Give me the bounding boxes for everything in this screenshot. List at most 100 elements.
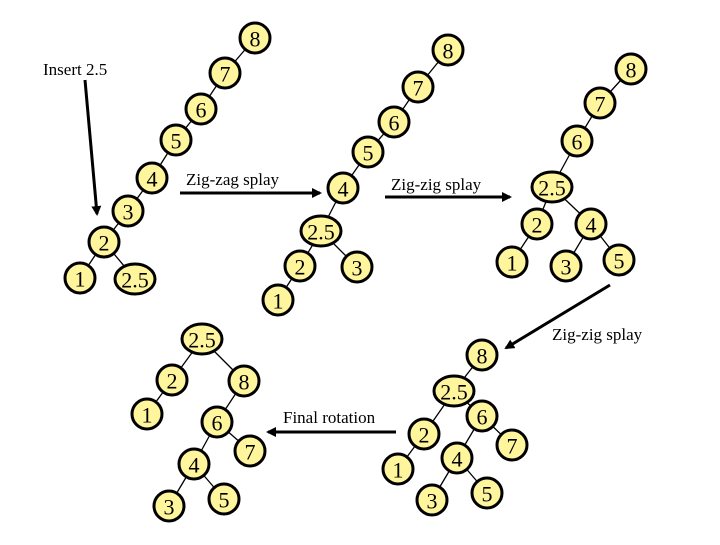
tree-node: 3 xyxy=(415,483,449,517)
node-circle xyxy=(381,452,415,486)
node-circle xyxy=(549,249,583,283)
tree-node: 5 xyxy=(602,243,636,277)
node-circle xyxy=(401,70,435,104)
tree-node: 2 xyxy=(155,363,189,397)
node-key: 8 xyxy=(250,27,261,52)
node-key: 3 xyxy=(561,255,572,280)
tree-node: 1 xyxy=(63,261,97,295)
tree-node: 2 xyxy=(283,249,317,283)
node-key: 7 xyxy=(220,62,231,87)
node-circle xyxy=(130,397,164,431)
tree-node: 6 xyxy=(560,124,594,158)
node-circle xyxy=(155,363,189,397)
tree-node: 7 xyxy=(233,434,267,468)
tree-node: 3 xyxy=(111,194,145,228)
node-circle xyxy=(470,476,504,510)
zigzig-arrow-2 xyxy=(504,283,611,350)
node-key: 5 xyxy=(171,129,182,154)
node-key: 2.5 xyxy=(188,328,216,353)
node-circle xyxy=(184,92,218,126)
node-key: 7 xyxy=(595,92,606,117)
node-key: 2.5 xyxy=(538,176,566,201)
node-key: 5 xyxy=(219,488,230,513)
tree-node: 8 xyxy=(465,338,499,372)
node-circle xyxy=(495,428,529,462)
node-key: 4 xyxy=(586,213,597,238)
node-circle xyxy=(530,170,574,204)
node-circle xyxy=(415,483,449,517)
node-circle xyxy=(377,105,411,139)
node-key: 2 xyxy=(99,231,110,256)
node-key: 4 xyxy=(147,167,158,192)
node-key: 5 xyxy=(614,249,625,274)
node-circle xyxy=(574,207,608,241)
tree-node: 3 xyxy=(340,250,374,284)
node-key: 1 xyxy=(393,458,404,483)
node-circle xyxy=(465,338,499,372)
tree-node: 8 xyxy=(614,52,648,86)
tree-node: 1 xyxy=(495,245,529,279)
tree-node: 1 xyxy=(381,452,415,486)
node-circle xyxy=(227,364,261,398)
node-key: 3 xyxy=(427,489,438,514)
node-circle xyxy=(520,207,554,241)
node-key: 3 xyxy=(123,200,134,225)
node-key: 7 xyxy=(507,434,518,459)
node-circle xyxy=(152,489,186,523)
final-rotation-label: Final rotation xyxy=(283,408,376,427)
node-key: 2 xyxy=(419,423,430,448)
insert-label: Insert 2.5 xyxy=(43,60,107,79)
node-circle xyxy=(560,124,594,158)
tree-node: 5 xyxy=(351,135,385,169)
node-circle xyxy=(159,123,193,157)
tree-node: 2.5 xyxy=(299,214,343,248)
node-key: 5 xyxy=(482,482,493,507)
node-circle xyxy=(283,249,317,283)
node-key: 2.5 xyxy=(121,268,149,293)
node-circle xyxy=(261,283,295,317)
node-key: 2 xyxy=(295,255,306,280)
node-key: 6 xyxy=(477,405,488,430)
node-key: 2 xyxy=(167,369,178,394)
tree-node: 4 xyxy=(177,447,211,481)
node-key: 7 xyxy=(245,440,256,465)
tree-node: 7 xyxy=(583,86,617,120)
zigzag-label: Zig-zag splay xyxy=(186,170,279,189)
node-circle xyxy=(407,417,441,451)
zigzig-label-2: Zig-zig splay xyxy=(552,325,643,344)
tree-node: 8 xyxy=(227,364,261,398)
tree-node: 2 xyxy=(407,417,441,451)
tree-node: 4 xyxy=(326,171,360,205)
node-key: 1 xyxy=(75,267,86,292)
node-key: 6 xyxy=(196,98,207,123)
tree-node: 7 xyxy=(401,70,435,104)
node-circle xyxy=(238,21,272,55)
node-key: 4 xyxy=(189,453,200,478)
zigzig-label-1: Zig-zig splay xyxy=(391,175,482,194)
node-key: 8 xyxy=(626,58,637,83)
node-circle xyxy=(326,171,360,205)
tree-node: 4 xyxy=(135,161,169,195)
node-circle xyxy=(207,482,241,516)
node-key: 3 xyxy=(164,495,175,520)
node-circle xyxy=(299,214,343,248)
node-circle xyxy=(87,225,121,259)
tree-node: 5 xyxy=(207,482,241,516)
tree-node: 4 xyxy=(440,441,474,475)
tree-node: 5 xyxy=(470,476,504,510)
insert-arrow xyxy=(83,79,102,216)
tree-node: 6 xyxy=(465,399,499,433)
tree-node: 4 xyxy=(574,207,608,241)
node-key: 6 xyxy=(389,111,400,136)
node-key: 1 xyxy=(507,251,518,276)
node-circle xyxy=(177,447,211,481)
tree-node: 2.5 xyxy=(530,170,574,204)
node-circle xyxy=(233,434,267,468)
node-circle xyxy=(351,135,385,169)
node-circle xyxy=(432,374,476,408)
